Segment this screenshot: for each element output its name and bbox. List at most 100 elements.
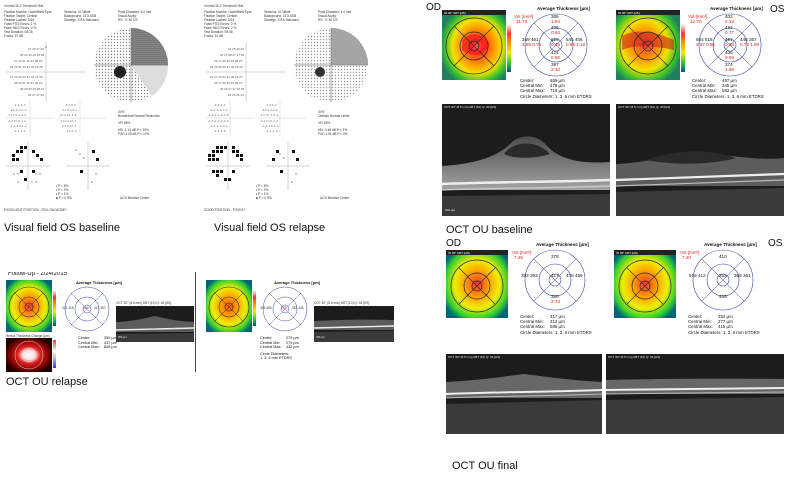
caption-oct-ou-relapse: OCT OU relapse: [6, 376, 88, 388]
oct-final-os-center-value: 252 µm: [718, 314, 733, 319]
oct-baseline-od-vol-low: 0.66: [551, 55, 560, 60]
oct-baseline-os-thickness-map: IR 30° ART [HS]: [616, 10, 680, 80]
oct-relapse-os-scale: 200 µm: [316, 336, 325, 339]
oct-baseline-od-vol-bottom: 2.10: [551, 67, 560, 72]
vf-relapse-grayscale-map: [294, 28, 368, 102]
oct-baseline-od-bscan: OCT 30° (8.5 mm) ART (10) Q: 30 [HS] 200…: [442, 104, 610, 216]
svg-text:-1 0 1 0 -1 -2 -3: -1 0 1 0 -1 -2 -3: [8, 113, 26, 117]
oct-final-os-diameters: Circle Diameters: 1, 3, 6 mm ETDRS: [688, 329, 760, 335]
svg-text:-3 -2 -1 -2 -3 -4 -5: -3 -2 -1 -2 -3 -4 -5: [208, 113, 229, 117]
vf-baseline-title: Central 30-2 Threshold Test: [4, 4, 44, 8]
svg-text:-1 -2 -1 0 -1 -2: -1 -2 -1 0 -1 -2: [10, 124, 27, 128]
oct-relapse-od-thickness-map: [6, 280, 52, 332]
vf-baseline-grayscale-map: [94, 28, 169, 102]
oct-relapse-od-center-label: Center:: [78, 336, 91, 340]
oct-baseline-od-label: OD: [426, 2, 441, 13]
oct-relapse-follow-up: Follow-Up - 2/24/2015: [8, 272, 68, 277]
oct-final-od-center-value: 417 µm: [550, 314, 565, 319]
oct-baseline-od-vol-center: 0.49: [551, 42, 560, 47]
svg-text:-4 -2 -3 -3 -2 -4: -4 -2 -3 -3 -2 -4: [210, 108, 228, 112]
oct-relapse-od-heading: Average Thickness [µm]: [76, 280, 122, 285]
svg-text:23 26 28 30 31 30 28 26: 23 26 28 30 31 30 28 26: [210, 65, 243, 69]
svg-text:25 27 28 27 27 26: 25 27 28 27 27 26: [220, 53, 245, 57]
oct-relapse-os-scan-label: OCT 30° (8.5 mm) ART (10) Q: 36 [HS]: [314, 301, 370, 305]
oct-final-od-max-value: 586 µm: [550, 324, 565, 330]
oct-final-od-etdrs-grid: [524, 249, 586, 311]
oct-relapse-od-grid-center: 350: [83, 306, 89, 310]
svg-text:-2 -1 -2 -3: -2 -1 -2 -3: [14, 129, 26, 133]
oct-final-od-max-label: Central Max:: [520, 324, 545, 330]
oct-relapse-os-min-label: Central Min:: [260, 340, 281, 345]
oct-baseline-od-grid-right: 545 406: [566, 37, 583, 42]
svg-text:27 30 32 33 34 32 31 29: 27 30 32 33 34 32 31 29: [10, 75, 43, 79]
svg-text:28 29 30 29 28 27: 28 29 30 29 28 27: [20, 87, 45, 91]
oct-relapse-os-grid-left: 378 465: [260, 306, 272, 310]
svg-text:26 27 27 26: 26 27 27 26: [28, 93, 44, 97]
oct-baseline-od-grid-top: 365: [551, 14, 559, 19]
vf-baseline-footer: EXCELLENT POSITION - FELLOW MODE?: [4, 208, 67, 212]
oct-final-os-grid-top: 410: [719, 254, 727, 259]
oct-final-os-etdrs-grid: [692, 249, 754, 311]
svg-text:-2 -1 -2 -3: -2 -1 -2 -3: [266, 129, 278, 133]
oct-baseline-od-grid-bottom: 397: [551, 62, 559, 67]
oct-baseline-od-colorbar: [507, 24, 511, 72]
svg-text:-2 -1 0 1 0 -1 -2: -2 -1 0 1 0 -1 -2: [260, 119, 278, 123]
oct-final-od-bscan: OCT 30° (8.5 mm) ART (10) Q: 36 [HS]: [446, 354, 602, 434]
oct-baseline-od-vol-left: 1.85 0.75: [522, 42, 542, 47]
oct-relapse-od-change-label: Retina Thickness Change [µm]: [6, 334, 50, 338]
oct-baseline-os-bscan: OCT 30° (8.5 mm) ART (10) Q: 30 [HS]: [616, 104, 784, 216]
oct-final-os-bscan: OCT 30° (8.5 mm) ART (10) Q: 36 [HS]: [606, 354, 784, 434]
vf-baseline-header-text: Fixation Monitor: Gaze/Blind Spot Fixati…: [4, 10, 52, 38]
vf-baseline-threshold-grid: 27 28 27 26 28 29 30 29 30 28 27 30 31 3…: [6, 42, 86, 102]
oct-final-os-heading: Average Thickness [µm]: [704, 242, 757, 247]
oct-final-od-center-label: Center:: [520, 314, 535, 319]
oct-final-od-min-value: 313 µm: [550, 319, 565, 325]
vf-relapse-legend: ▪ P < 5%▪ P < 2%▪ P < 1%■ P < 0.5%: [256, 184, 272, 200]
oct-relapse-os-stats: Center:279 µm Central Min:279 µm Central…: [260, 336, 299, 361]
vf-baseline-pupil-text: Pupil Diameter: 6.0 mm Visual Acuity: RX…: [118, 10, 152, 22]
svg-text:-1 0 -1 -2: -1 0 -1 -2: [66, 129, 77, 133]
oct-final-od-vol-total: 7.45: [514, 255, 523, 260]
oct-relapse-od-scale: 200 µm: [118, 336, 127, 339]
oct-baseline-od-center-value: 659 µm: [550, 78, 565, 83]
oct-baseline-od-vol-mid: 0.64: [551, 30, 560, 35]
oct-relapse-od-min-value: 437 µm: [104, 340, 117, 345]
oct-relapse-os-max-label: Central Max:: [260, 345, 282, 350]
svg-text:-4 -3 -2 -1 -2 -3 -4: -4 -3 -2 -1 -2 -3 -4: [208, 119, 229, 123]
oct-relapse-os-diameters: Circle Diameters:: [260, 351, 290, 356]
oct-baseline-os-vol-center: 0.39: [725, 42, 734, 47]
svg-text:24 27 29 31 31 30 29 27: 24 27 29 31 31 30 29 27: [210, 75, 243, 79]
oct-relapse-od-change-colorbar: [53, 340, 56, 368]
oct-baseline-os-vol-total: 12.70: [690, 19, 702, 24]
oct-final-od-grid-bottom: 326: [551, 294, 559, 299]
oct-baseline-os-center-value: 497 µm: [722, 78, 737, 83]
caption-oct-ou-baseline: OCT OU baseline: [446, 224, 533, 236]
oct-final-od-stats: Center: 417 µm Central Min: 313 µm Central…: [520, 314, 592, 335]
oct-baseline-os-etdrs-grid: [698, 13, 762, 77]
oct-final-os-vol-label: Vol [mm³]: [680, 250, 700, 255]
oct-baseline-os-center-label: Center:: [692, 78, 707, 83]
vf-baseline-legend: ▪ P < 5%▪ P < 2%▪ P < 1%■ P < 0.5%: [56, 184, 72, 200]
oct-relapse-od-grid-left: 321 418: [62, 306, 74, 310]
oct-baseline-os-vol-right: 0.70 1.89: [740, 42, 760, 47]
oct-final-od-grid-right: 475 459: [566, 273, 583, 278]
svg-text:IR 30° ART [HS]: IR 30° ART [HS]: [444, 11, 466, 15]
oct-final-os-grid-bottom: 405: [719, 294, 727, 299]
oct-relapse-os-max-value: 432 µm: [286, 345, 299, 350]
oct-baseline-os-grid-top: 402: [725, 14, 733, 19]
vf-baseline-probability-maps: [6, 142, 110, 190]
vf-relapse-threshold-grid: 24 25 26 25 25 27 28 27 27 26 24 27 29 3…: [206, 42, 286, 102]
svg-text:27 28 27 26: 27 28 27 26: [28, 47, 44, 51]
visual-field-baseline-panel: Central 30-2 Threshold Test Fixation Mon…: [0, 0, 195, 220]
oct-final-od-min-label: Central Min:: [520, 319, 544, 325]
oct-final-od-heading: Average Thickness [µm]: [536, 242, 589, 247]
oct-final-os-scan-label: OCT 30° (8.5 mm) ART (10) Q: 36 [HS]: [608, 355, 661, 359]
oct-baseline-os-max-value: 582 µm: [722, 88, 737, 94]
svg-text:-3 -4 -2 -4: -3 -4 -2 -4: [214, 103, 226, 107]
vf-relapse-pupil-text: Pupil Diameter: 4.0 mm Visual Acuity: RX…: [318, 10, 352, 22]
svg-text:-2 -1 0 1 0 -1 -2: -2 -1 0 1 0 -1 -2: [8, 119, 26, 123]
svg-text:-1 -2 0 -2: -1 -2 0 -2: [266, 103, 277, 107]
svg-text:-3 -4 -3 -2 -3 -4: -3 -4 -3 -2 -3 -4: [210, 124, 228, 128]
oct-baseline-os-max-label: Central Max:: [692, 88, 717, 94]
oct-final-od-scan-label: OCT 30° (8.5 mm) ART (10) Q: 36 [HS]: [448, 355, 501, 359]
